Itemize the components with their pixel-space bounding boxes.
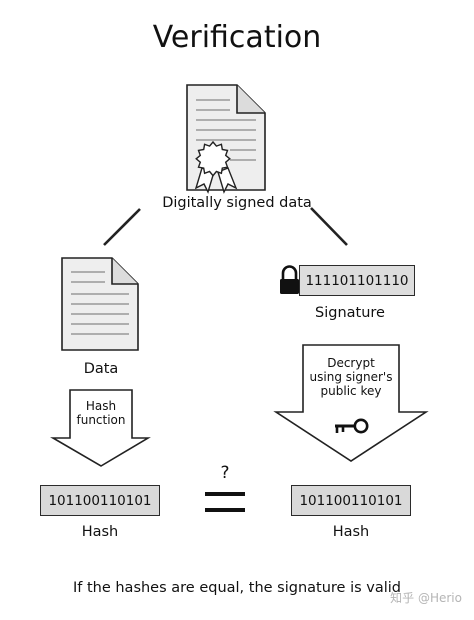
decrypt-label: Decrypt using signer's public key	[309, 356, 393, 398]
hash-function-label: Hash function	[76, 399, 126, 427]
connector-left	[103, 208, 141, 246]
lock-icon	[280, 265, 299, 294]
diagram-title: Verification	[152, 20, 322, 55]
decrypt-arrow	[273, 344, 429, 462]
signature-label: Signature	[315, 305, 385, 321]
footer-caption: If the hashes are equal, the signature i…	[72, 580, 402, 596]
signed-data-label: Digitally signed data	[162, 195, 312, 211]
signature-box: 111101101110	[299, 265, 415, 296]
compare-question-mark: ?	[220, 463, 230, 483]
right-hash-box: 101100110101	[291, 485, 411, 516]
connector-right	[310, 207, 348, 246]
right-hash-label: Hash	[332, 524, 370, 540]
signed-document-icon	[186, 84, 266, 194]
equals-icon	[205, 492, 245, 512]
seal-icon	[195, 140, 231, 177]
key-icon	[335, 418, 369, 434]
hash-function-arrow	[50, 389, 151, 467]
document-icon	[61, 257, 139, 351]
watermark: 知乎 @Herio	[390, 591, 462, 605]
data-label: Data	[83, 361, 119, 377]
left-hash-label: Hash	[81, 524, 119, 540]
left-hash-box: 101100110101	[40, 485, 160, 516]
